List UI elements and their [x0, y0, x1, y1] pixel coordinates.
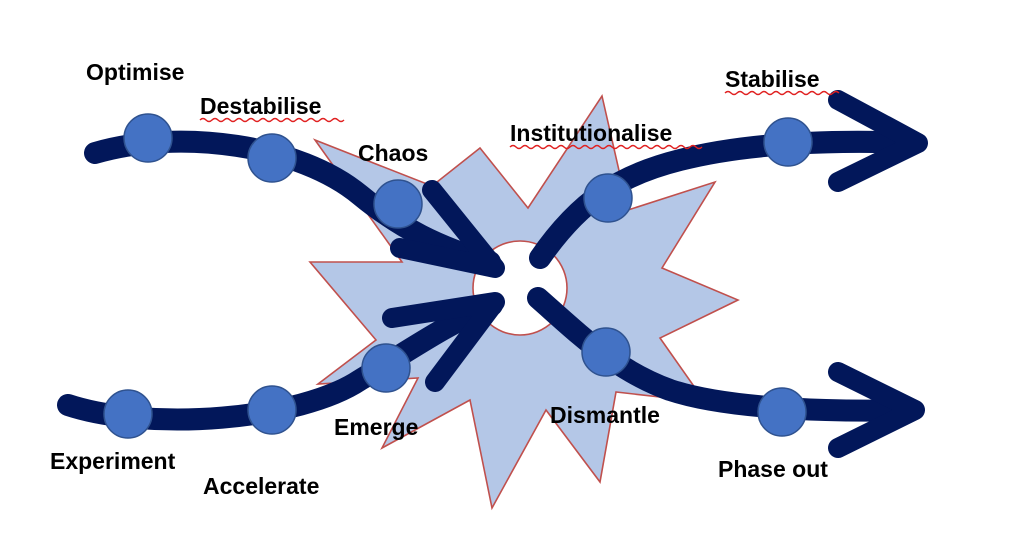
node-phase-out [757, 387, 807, 437]
arrowhead-top-left [390, 180, 505, 278]
label-chaos: Chaos [358, 140, 428, 166]
arrowhead-bottom-right [828, 362, 925, 458]
arrowhead-bottom-left [382, 292, 505, 392]
spellcheck-underline-destabilise [199, 117, 345, 123]
label-dismantle: Dismantle [550, 402, 660, 428]
label-experiment: Experiment [50, 448, 176, 474]
label-accelerate: Accelerate [203, 473, 319, 499]
node-chaos [373, 179, 423, 229]
arrow-center-to-phase-out [527, 287, 923, 422]
node-optimise [123, 113, 173, 163]
spellcheck-underlines [199, 90, 840, 150]
label-destabilise: Destabilise [200, 93, 321, 119]
node-accelerate [247, 385, 297, 435]
label-optimise: Optimise [86, 59, 184, 85]
label-emerge: Emerge [334, 414, 418, 440]
node-dismantle [581, 327, 631, 377]
label-phase-out: Phase out [718, 456, 828, 482]
arrowhead-top-right [828, 90, 928, 192]
node-experiment [103, 389, 153, 439]
node-stabilise [763, 117, 813, 167]
spellcheck-underline-institutionalise [509, 144, 703, 150]
stage-nodes [103, 113, 813, 439]
node-destabilise [247, 133, 297, 183]
spellcheck-underline-stabilise [724, 90, 840, 96]
label-stabilise: Stabilise [725, 66, 820, 92]
arrow-center-to-stabilise [529, 130, 926, 269]
node-institutionalise [583, 173, 633, 223]
label-institutionalise: Institutionalise [510, 120, 672, 146]
node-emerge [361, 343, 411, 393]
